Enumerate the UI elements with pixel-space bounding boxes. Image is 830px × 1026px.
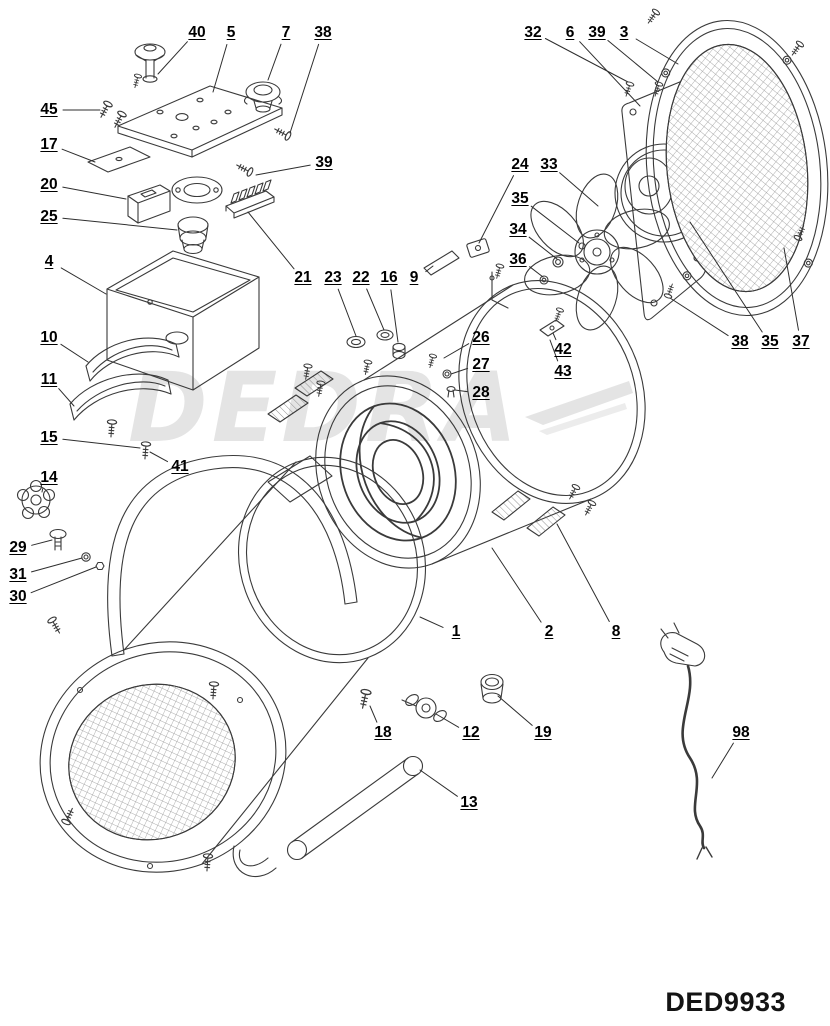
stand-tube <box>286 755 424 861</box>
mounting-bracket-left-1 <box>294 370 334 397</box>
fan-washers <box>539 242 586 285</box>
heater-coil <box>339 402 457 542</box>
mounting-plate <box>117 85 283 158</box>
handle-grip-lower <box>69 373 172 421</box>
watermark-swoosh-icon <box>525 381 634 435</box>
flat-bar <box>423 250 460 276</box>
sensor-pad <box>466 238 490 258</box>
handle-grip-upper <box>85 337 180 382</box>
mounting-bracket-left-2 <box>267 394 309 423</box>
handle-frame <box>107 455 358 878</box>
washer <box>81 552 91 562</box>
cover-plate <box>87 146 151 173</box>
spacer <box>442 369 452 379</box>
drum-tab <box>539 319 565 337</box>
stud <box>446 386 456 398</box>
star-knob <box>16 479 56 520</box>
grommet-1 <box>346 335 366 349</box>
bracket-l <box>489 271 509 309</box>
cable-gland <box>177 216 209 255</box>
foot-bracket-2 <box>526 506 566 537</box>
front-grille <box>645 19 829 317</box>
gasket <box>171 176 223 204</box>
foot-bracket-1 <box>491 490 531 521</box>
carriage-bolt <box>49 528 67 551</box>
model-code: DED9933 <box>665 987 786 1017</box>
heater-housing <box>39 455 427 873</box>
terminal-block <box>225 179 275 219</box>
leader-lines <box>30 38 799 797</box>
wing-knob <box>401 693 447 723</box>
fan-blade <box>524 173 670 331</box>
bushing <box>392 342 406 360</box>
knob-small <box>134 43 166 83</box>
grommet-2 <box>376 329 394 341</box>
rubber-foot <box>480 673 504 704</box>
switch <box>127 184 171 224</box>
nut <box>95 561 105 571</box>
power-cord <box>660 622 713 860</box>
heater-drum <box>315 279 646 569</box>
control-box <box>106 250 260 391</box>
knob-large <box>243 81 283 113</box>
